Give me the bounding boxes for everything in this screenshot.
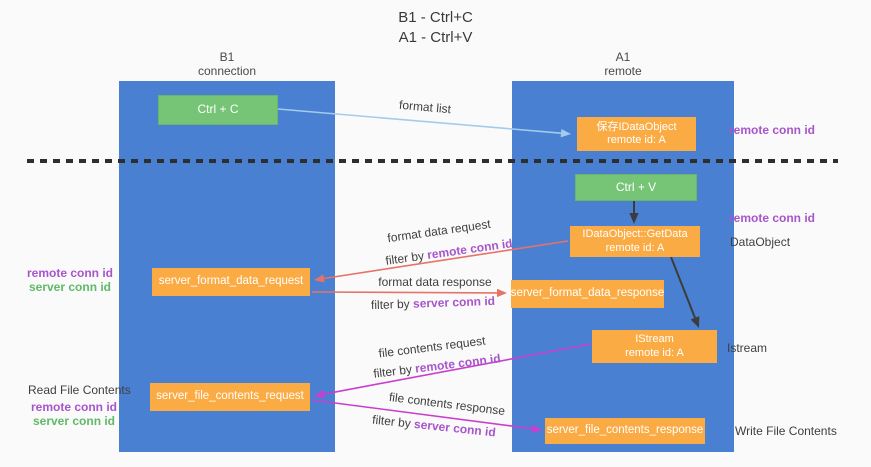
annotation-left1-server-conn-id: server conn id (28, 280, 112, 294)
diagram-title-line2: A1 - Ctrl+V (398, 29, 473, 46)
label-filter-server-conn-id-1: server conn id (412, 293, 496, 311)
annotation-left2-remote-conn-id: remote conn id (31, 400, 118, 414)
annotation-write-file-contents-text: Write File Contents (735, 424, 837, 438)
left-column-header: B1 connection (119, 50, 335, 78)
arrow-format-request-to-response (311, 288, 507, 298)
annotation-istream-text: Istream (727, 341, 768, 355)
label-format-data-response-text: format data response (378, 275, 492, 289)
node-server-file-contents-request-label: server_file_contents_request (156, 390, 304, 403)
arrow-ctrlv-to-getdata (629, 200, 639, 224)
diagram-title-line1: B1 - Ctrl+C (398, 9, 473, 26)
annotation-left2-server-conn-id: server conn id (32, 414, 116, 428)
node-server-format-data-request-label: server_format_data_request (158, 275, 304, 288)
annotation-write-file-contents: Write File Contents (735, 424, 837, 438)
annotation-dataobject: DataObject (730, 235, 790, 249)
arrow-istream-to-file-request (314, 343, 592, 399)
node-save-idataobject-line2: remote id: A (607, 134, 666, 146)
node-ctrl-c-label: Ctrl + C (197, 102, 239, 117)
node-server-file-contents-request: server_file_contents_request (150, 383, 310, 411)
arrow-getdata-to-format-request (314, 240, 569, 283)
node-idataobject-getdata-line1: IDataObject::GetData (582, 228, 688, 240)
annotation-read-file-contents: Read File Contents (28, 383, 131, 397)
annotation-remote-conn-id-top-text: remote conn id (729, 123, 816, 137)
diagram-title: B1 - Ctrl+C A1 - Ctrl+V (0, 8, 871, 48)
arrow-format-list (277, 108, 571, 138)
node-server-format-data-response-label: server_format_data_response (510, 287, 665, 300)
annotation-left-conn-ids-2: remote conn id server conn id (31, 400, 117, 428)
right-column-header-line1: A1 (615, 50, 631, 64)
arrow-getdata-to-istream (670, 256, 700, 328)
node-save-idataobject: 保存IDataObject remote id: A (577, 117, 696, 151)
node-ctrl-c: Ctrl + C (158, 95, 278, 125)
node-idataobject-getdata: IDataObject::GetData remote id: A (570, 226, 700, 257)
node-istream-line1: IStream (635, 333, 674, 345)
node-istream-line2: remote id: A (625, 346, 684, 359)
annotation-read-file-contents-text: Read File Contents (28, 383, 131, 397)
node-server-file-contents-response: server_file_contents_response (545, 418, 705, 444)
left-column-header-line1: B1 (219, 50, 235, 64)
annotation-dataobject-text: DataObject (730, 235, 791, 249)
node-server-format-data-response: server_format_data_response (511, 280, 664, 308)
node-ctrl-v-label: Ctrl + V (615, 179, 657, 194)
node-server-format-data-request: server_format_data_request (152, 268, 310, 296)
left-column-header-line2: connection (197, 64, 257, 78)
label-filter-prefix-2: filter by (370, 296, 414, 313)
node-ctrl-v: Ctrl + V (575, 174, 697, 201)
right-column-header: A1 remote (512, 50, 734, 78)
node-istream: IStream remote id: A (592, 330, 717, 363)
annotation-left-conn-ids-1: remote conn id server conn id (27, 266, 113, 294)
annotation-istream: Istream (727, 341, 767, 355)
arrow-file-request-to-response (311, 399, 542, 433)
node-idataobject-getdata-line2: remote id: A (605, 241, 665, 254)
node-save-idataobject-line1: 保存IDataObject (596, 120, 677, 133)
annotation-remote-conn-id-mid-text: remote conn id (729, 211, 816, 225)
annotation-remote-conn-id-top: remote conn id (729, 123, 815, 137)
annotation-remote-conn-id-mid: remote conn id (729, 211, 815, 225)
right-column-header-line2: remote (604, 64, 642, 78)
node-server-file-contents-response-label: server_file_contents_response (546, 424, 704, 437)
phase-separator-dashed-line (27, 159, 838, 163)
annotation-left1-remote-conn-id: remote conn id (27, 266, 114, 280)
label-format-data-response: format data response (378, 275, 491, 289)
